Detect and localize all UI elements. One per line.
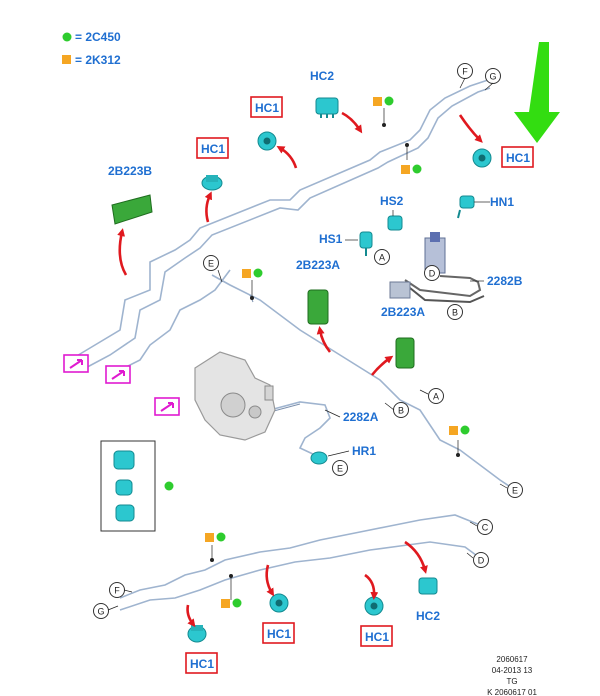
caliper-line [269,401,331,456]
label-hr1: HR1 [352,444,376,458]
label-2282b: 2282B [487,274,523,288]
legend-orange-label: = 2K312 [75,53,121,67]
hose-clip-icon [418,577,438,595]
label-hn1: HN1 [490,195,514,209]
circle-d-upper: D [424,265,440,281]
legend-green-label: = 2C450 [75,30,121,44]
hose-clip-icon [359,231,373,256]
brake-caliper [194,351,276,441]
leader-dots [107,77,508,611]
red-arrows [117,111,483,628]
svg-text:D: D [478,556,485,566]
hose-clip-icon [310,451,328,465]
hose-bracket-icon [307,289,329,325]
circle-g-top: G [485,68,501,84]
inset-green-dot [164,481,174,491]
hose-bracket-icon [111,194,153,225]
ref-line-2: 04-2013 13 [492,666,533,675]
svg-text:C: C [482,523,489,533]
svg-text:G: G [97,607,104,617]
connector-circles: F G E A D B B A E E C D F G [93,63,523,619]
circle-f-low: F [109,582,125,598]
ref-line-1: 2060617 [496,655,528,664]
hose-clip-icon [457,195,475,219]
highlight-arrow-icon [514,42,560,143]
circle-b-upper: B [447,304,463,320]
label-hs1: HS1 [319,232,343,246]
label-hc2-bottom: HC2 [416,609,440,623]
circle-b-mid: B [393,402,409,418]
label-2b223b: 2B223B [108,164,152,178]
circle-c-low: C [477,519,493,535]
label-hc2-top: HC2 [310,69,334,83]
label-hc1-right: HC1 [506,151,530,165]
grommet-medium-icon [115,479,133,496]
svg-text:D: D [429,269,436,279]
hose-clip-icon [315,97,339,118]
svg-text:G: G [489,72,496,82]
hose-bracket-icon [395,337,415,369]
reference-code: 2060617 04-2013 13 TG K 2060617 01 [487,655,537,696]
hose-clip-icon [387,215,403,231]
lower-pipe-run [119,514,481,611]
hose-clip-icon [269,593,289,613]
label-2b223a-left: 2B223A [296,258,340,272]
hose-clip-icon [257,131,277,151]
svg-text:E: E [512,486,518,496]
svg-text:E: E [208,259,214,269]
circle-a-mid: A [428,388,444,404]
label-2b223a-right: 2B223A [381,305,425,319]
svg-text:F: F [462,67,468,77]
circle-d-low: D [473,552,489,568]
clips [187,97,492,643]
svg-text:B: B [452,308,458,318]
svg-text:E: E [337,464,343,474]
hose-clip-icon [201,175,223,191]
grommet-small-icon [115,504,135,522]
circle-e-right: E [507,482,523,498]
part-labels: HC2 HC1 HC1 HC1 2B223B HS2 HN1 HS1 2B223… [108,69,530,671]
circle-e-caliper: E [332,460,348,476]
legend-orange-square [62,55,71,64]
hose-clip-icon [364,596,384,616]
brackets [111,194,415,369]
ref-line-4: K 2060617 01 [487,688,537,696]
parts-inset [100,440,174,532]
red-label-boxes [185,96,534,674]
circle-g-low: G [93,603,109,619]
label-hc1-bottom-1: HC1 [267,627,291,641]
circle-a-upper: A [374,249,390,265]
ref-line-3: TG [506,677,517,686]
legend-green-dot [62,32,72,42]
svg-text:F: F [114,586,120,596]
circle-f-top: F [457,63,473,79]
label-hc1-bottom-2: HC1 [365,630,389,644]
label-hs2: HS2 [380,194,404,208]
part-markers [205,96,470,608]
upper-pipe-run [69,79,491,376]
label-hc1-bottom-3: HC1 [190,657,214,671]
view-direction-icon [63,354,89,373]
label-hc1-a: HC1 [255,101,279,115]
svg-text:B: B [398,406,404,416]
view-direction-icon [105,365,131,384]
svg-text:A: A [433,392,439,402]
label-leaders [324,201,490,457]
hose-assembly-2282b [389,232,485,304]
circle-e-mid: E [203,255,219,271]
label-2282a: 2282A [343,410,379,424]
grommet-large-icon [113,450,135,470]
label-hc1-b: HC1 [201,142,225,156]
hose-clip-icon [472,148,492,168]
svg-text:A: A [379,253,385,263]
legend: = 2C450 = 2K312 [62,30,121,67]
view-arrows [63,354,180,416]
hose-clip-icon [187,625,207,643]
view-direction-icon [154,397,180,416]
